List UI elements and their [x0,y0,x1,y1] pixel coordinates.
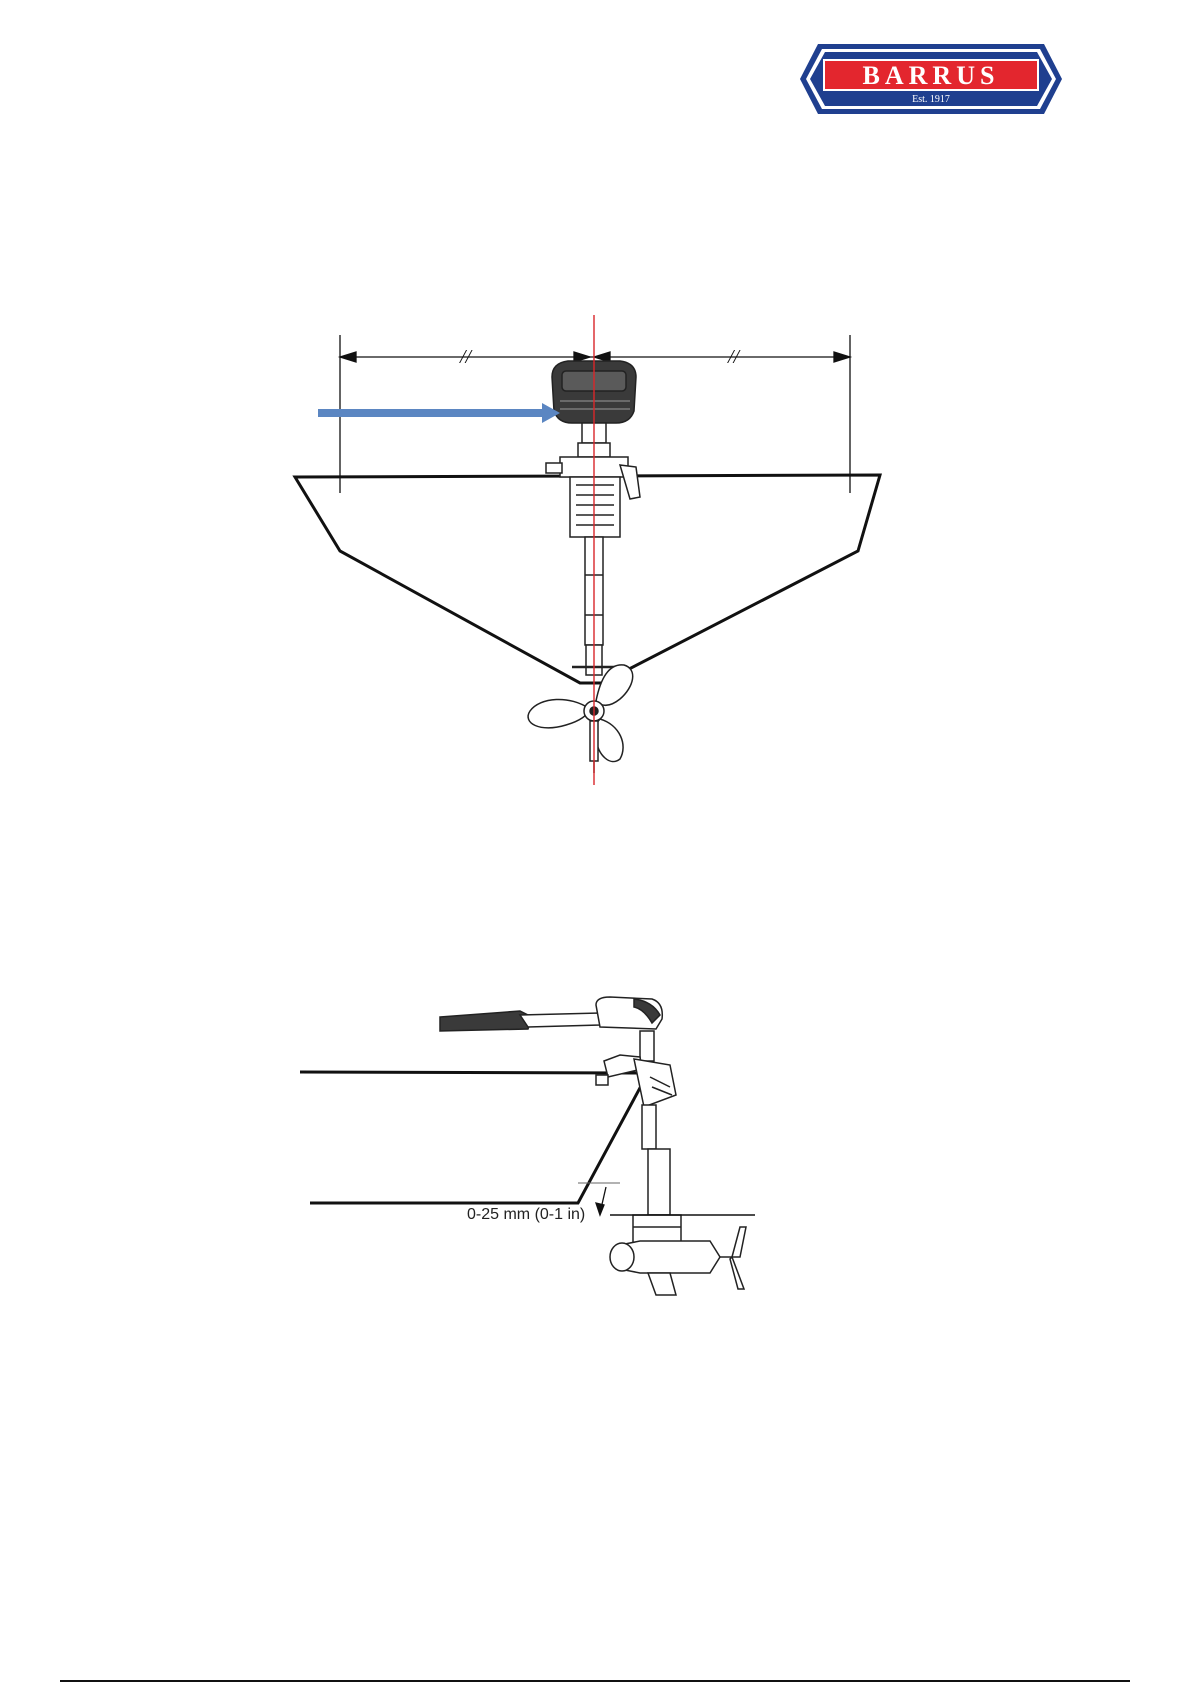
mounting-depth-diagram: 0-25 mm (0-1 in) [300,995,820,1355]
logo-established-text: Est. 1917 [912,94,950,105]
logo-brand-text: BARRUS [863,61,1000,90]
motor-bracket [546,423,640,537]
depth-dimension-arrow [596,1187,606,1215]
centered-mounting-diagram: // // [290,315,890,815]
depth-label: 0-25 mm (0-1 in) [467,1206,585,1223]
motor-lower-unit [610,1105,746,1295]
barrus-logo: BARRUS Est. 1917 [800,44,1062,114]
footer-rule [60,1680,1130,1682]
propeller [528,665,633,773]
mounting-pointer-arrow [318,403,560,423]
tiller-handle [440,997,662,1031]
